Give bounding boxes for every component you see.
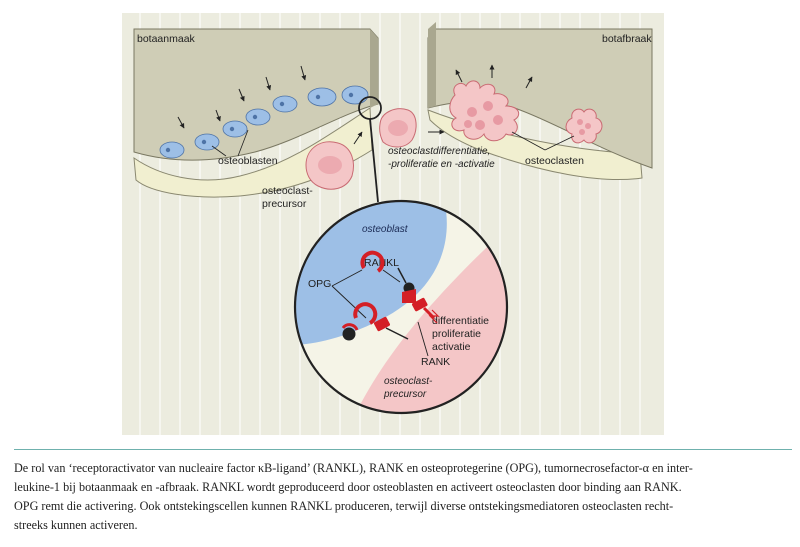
caption-divider (14, 449, 792, 450)
label-botafbraak: botafbraak (602, 33, 652, 45)
opg-molecule (360, 250, 385, 273)
label-botaanmaak: botaanmaak (137, 33, 196, 45)
label-zoom-osteoblast: osteoblast (362, 224, 409, 235)
label-effect-1: differentiatie (432, 315, 489, 327)
label-zoom-precursor-1: osteoclast- (384, 376, 433, 387)
precursor-arrow (353, 131, 363, 145)
caption-line-1: De rol van ‘receptoractivator van nuclea… (14, 461, 693, 475)
label-process-1: osteoclastdifferentiatie, (388, 146, 490, 157)
zoom-leader-lines (331, 269, 429, 357)
osteoblasten-pointer (211, 129, 249, 157)
label-effect-2: proliferatie (432, 328, 481, 340)
label-osteoblasten: osteoblasten (218, 155, 278, 167)
label-process-2: -proliferatie en -activatie (388, 159, 495, 170)
label-opg: OPG (308, 278, 331, 290)
zoom-circle (293, 199, 509, 415)
caption-line-3: OPG remt die activering. Ook ontstekings… (14, 499, 674, 513)
magnifier (358, 96, 382, 203)
rank-receptor (402, 289, 440, 324)
label-precursor-2: precursor (262, 198, 307, 210)
caption-line-4: streeks kunnen activeren. (14, 518, 138, 532)
label-effect-3: activatie (432, 341, 471, 353)
deposition-arrows (177, 65, 307, 129)
osteoclasten-pointer (511, 131, 575, 151)
label-osteoclasten: osteoclasten (525, 155, 584, 167)
osteoclast-precursor-cells (305, 108, 417, 190)
caption-line-2: leukine-1 bij botaanmaak en -afbraak. RA… (14, 480, 682, 494)
label-rank: RANK (421, 356, 450, 368)
figure-caption: De rol van ‘receptoractivator van nuclea… (14, 459, 794, 535)
resorption-arrows (455, 64, 533, 89)
label-precursor-1: osteoclast- (262, 185, 313, 197)
opg-bound-complex (341, 302, 409, 341)
label-zoom-precursor-2: precursor (383, 389, 427, 400)
